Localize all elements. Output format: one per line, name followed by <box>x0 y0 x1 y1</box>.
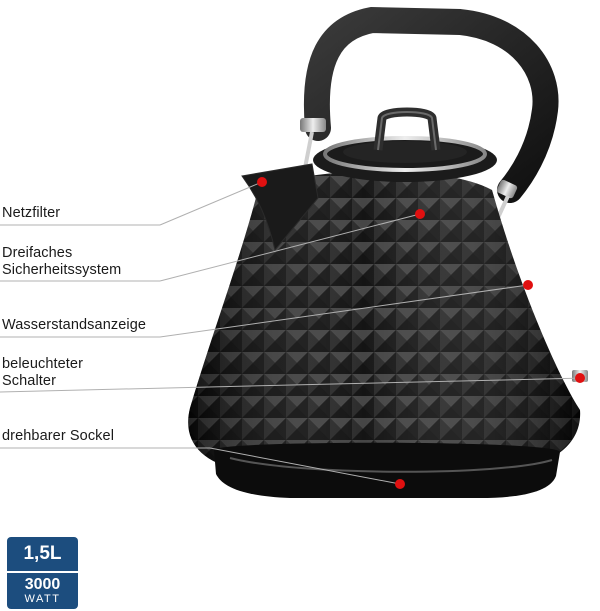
marker-sockel <box>395 479 405 489</box>
handle-chrome-ring-right <box>496 179 518 199</box>
kettle-handle <box>300 6 559 223</box>
feature-label-sockel: drehbarer Sockel <box>2 428 115 444</box>
feature-markers <box>257 177 585 489</box>
feature-label-schalter: beleuchteter Schalter <box>2 356 84 389</box>
leader-lines <box>0 181 586 485</box>
kettle-lid <box>313 107 497 182</box>
feature-label-sicherheitssystem: Dreifaches Sicherheitssystem <box>2 245 122 278</box>
power-badge: 3000 WATT <box>7 573 78 609</box>
kettle-base <box>214 442 560 498</box>
marker-wasserstand <box>523 280 533 290</box>
leader-line-schalter <box>0 377 586 393</box>
feature-label-netzfilter: Netzfilter <box>2 205 61 221</box>
marker-netzfilter <box>257 177 267 187</box>
kettle-body <box>188 171 581 470</box>
feature-label-wasserstandsanzeige: Wasserstandsanzeige <box>2 317 147 333</box>
marker-schalter <box>575 373 585 383</box>
marker-sicherheit <box>415 209 425 219</box>
handle-chrome-ring-left <box>300 118 326 132</box>
capacity-badge: 1,5L <box>7 537 78 571</box>
handle-post-left <box>303 131 314 169</box>
